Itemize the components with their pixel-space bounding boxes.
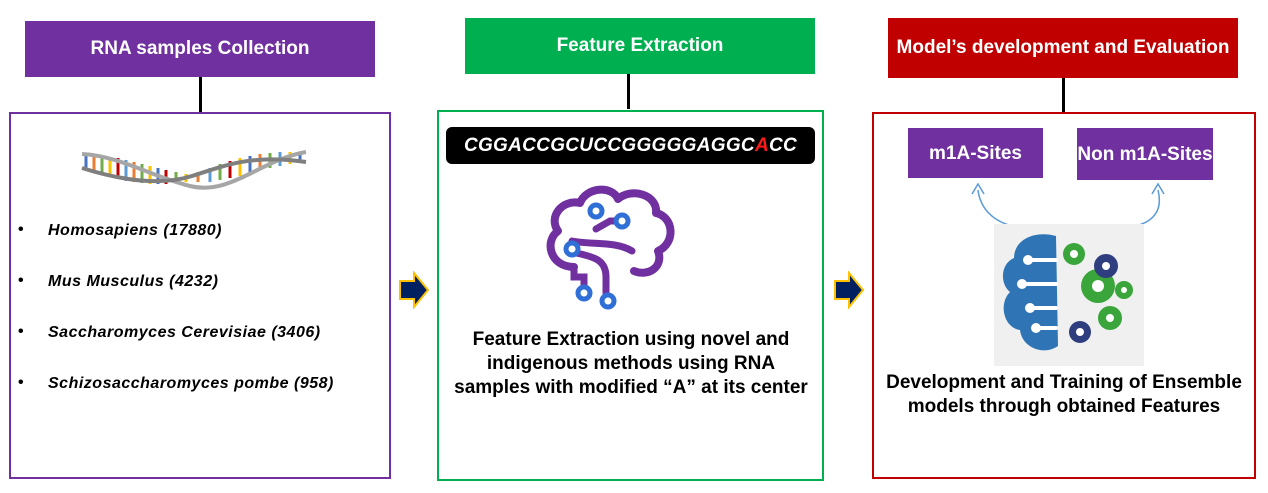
model-development-header: Model’s development and Evaluation (888, 18, 1238, 78)
connector-line (627, 74, 630, 109)
curved-arrow-icon (1135, 182, 1165, 227)
sequence-prefix: CGGACCGCUCCGGGGGAGGC (463, 134, 755, 156)
connector-line (1062, 78, 1065, 112)
species-item-homosapiens: Homosapiens (17880) (18, 221, 334, 273)
modified-base: A (754, 134, 769, 156)
rna-helix-icon (81, 150, 307, 190)
rna-collection-header: RNA samples Collection (25, 21, 375, 77)
species-item-schizosaccharomyces: Schizosaccharomyces pombe (958) (18, 374, 334, 426)
right-arrow-icon (399, 271, 430, 309)
right-arrow-icon (834, 271, 865, 309)
sequence-suffix: CC (768, 134, 798, 156)
extraction-description: Feature Extraction using novel and indig… (454, 329, 808, 398)
brain-gears-icon (994, 224, 1144, 366)
brain-circuit-icon (546, 185, 675, 310)
species-item-saccharomyces: Saccharomyces Cerevisiae (3406) (18, 323, 334, 375)
feature-extraction-header: Feature Extraction (465, 18, 815, 74)
connector-line (199, 77, 202, 112)
species-list: Homosapiens (17880) Mus Musculus (4232) … (18, 221, 334, 426)
curved-arrow-icon (971, 182, 1013, 227)
feature-extraction-panel (437, 110, 824, 481)
non-m1a-sites-label: Non m1A-Sites (1077, 128, 1213, 180)
species-item-mus-musculus: Mus Musculus (4232) (18, 272, 334, 324)
m1a-sites-label: m1A-Sites (908, 128, 1043, 178)
model-description: Development and Training of Ensemble mod… (886, 372, 1242, 417)
